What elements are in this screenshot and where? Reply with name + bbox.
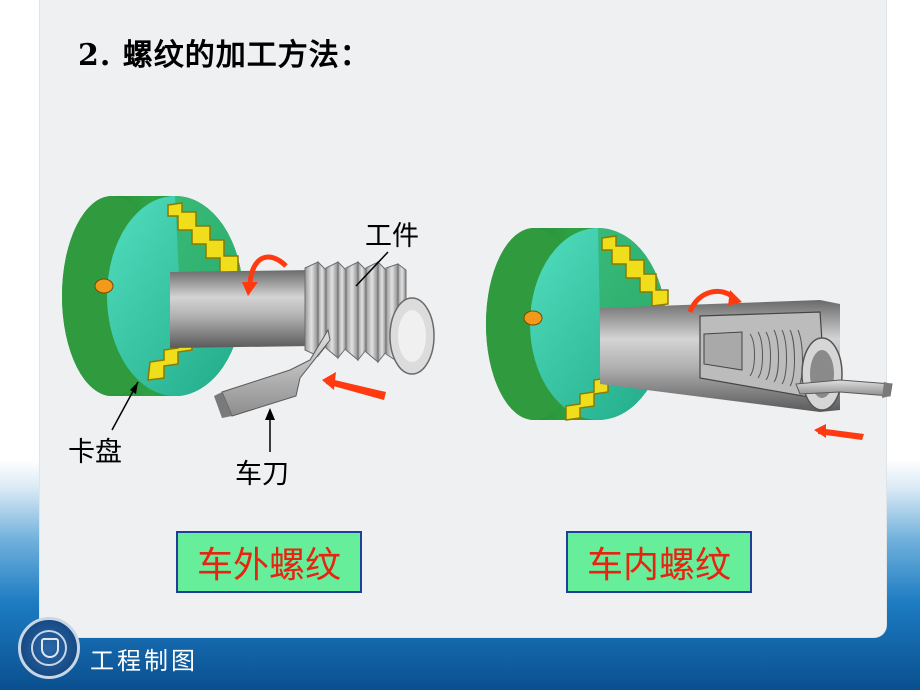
- feed-arrowhead-right: [814, 424, 826, 438]
- feed-arrow-right: [818, 428, 864, 440]
- logo-emblem-icon: [41, 638, 59, 658]
- workpiece-left: [170, 260, 435, 375]
- label-tool: 车刀: [235, 459, 289, 490]
- internal-thread-button[interactable]: 车内螺纹: [566, 531, 752, 593]
- workpiece-right: [600, 300, 843, 412]
- course-name: 工程制图: [90, 647, 198, 675]
- internal-threading-figure: [486, 228, 893, 440]
- rotation-arrowhead-left: [242, 282, 258, 296]
- label-chuck: 卡盘: [68, 437, 122, 468]
- lathe-tool-left: [214, 328, 331, 418]
- external-threading-figure: [62, 196, 435, 452]
- slide-title: 2. 螺纹的加工方法：: [78, 38, 371, 73]
- logo-ring: [31, 630, 67, 666]
- lathe-tool-right: [795, 379, 893, 398]
- leader-tool-tip: [265, 408, 275, 420]
- feed-arrow-left: [326, 378, 386, 400]
- external-thread-button[interactable]: 车外螺纹: [176, 531, 362, 593]
- feed-arrowhead-left: [322, 372, 336, 390]
- rotation-arrowhead-right: [728, 290, 742, 306]
- rotation-arrow-left: [247, 254, 288, 285]
- label-workpiece: 工件: [365, 221, 419, 252]
- leader-workpiece: [355, 251, 389, 287]
- leader-chuck-tip: [130, 382, 138, 394]
- university-logo: [18, 617, 80, 679]
